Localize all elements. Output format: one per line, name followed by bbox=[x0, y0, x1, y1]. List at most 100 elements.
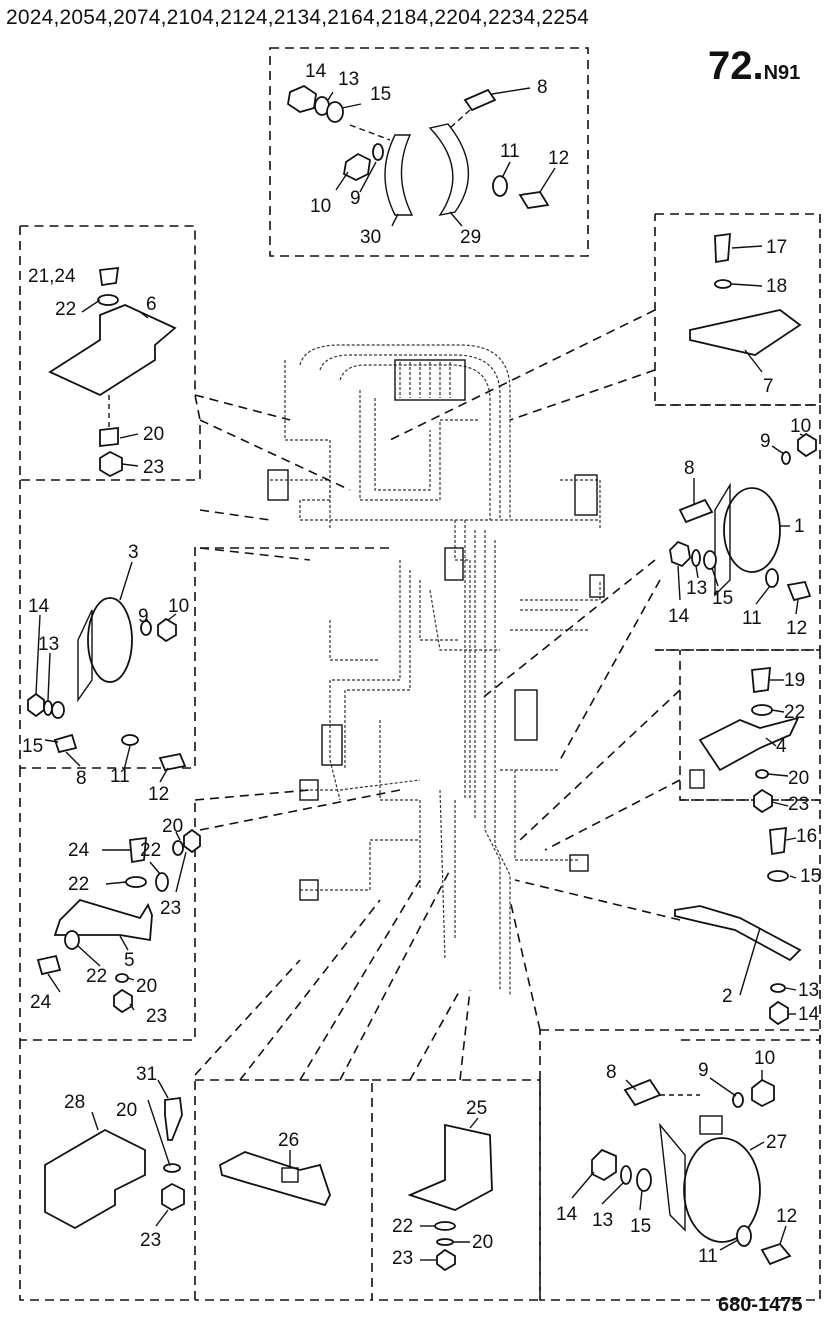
callout: 12 bbox=[776, 1206, 797, 1227]
callout: 23 bbox=[140, 1230, 161, 1251]
nut-icon bbox=[113, 988, 133, 1014]
callout: 13 bbox=[798, 980, 819, 1001]
u-bracket-icon bbox=[44, 1128, 146, 1230]
callout: 11 bbox=[500, 141, 520, 162]
bolt-icon bbox=[164, 1096, 183, 1141]
callout: 8 bbox=[684, 458, 695, 479]
ring-clamp-icon bbox=[683, 1137, 761, 1243]
page-number-suffix: N91 bbox=[763, 62, 801, 84]
washer-icon bbox=[125, 876, 147, 888]
bolt-icon bbox=[786, 580, 812, 602]
group-box-left-3 bbox=[19, 768, 196, 1041]
bolt-icon bbox=[36, 954, 62, 976]
callout: 22 bbox=[68, 874, 89, 895]
harness-bracket-left bbox=[267, 469, 289, 501]
main-wiring-harness bbox=[267, 344, 705, 995]
lock-washer-icon bbox=[781, 451, 791, 465]
callout: 4 bbox=[776, 736, 787, 757]
harness-plug-lower-left bbox=[299, 879, 319, 901]
group-bracket-6: 21,24 22 6 20 23 bbox=[28, 266, 177, 478]
screw-icon bbox=[98, 266, 120, 287]
group-bracket-5: 24 22 22 20 23 5 22 24 20 23 bbox=[30, 816, 201, 1027]
callout: 6 bbox=[146, 294, 157, 315]
callout: 18 bbox=[766, 276, 787, 297]
callout: 15 bbox=[712, 588, 733, 609]
nut-icon bbox=[343, 152, 371, 182]
screw-icon bbox=[751, 666, 771, 694]
group-angle-bracket-25: 25 22 20 23 bbox=[392, 1098, 493, 1272]
lock-washer-icon bbox=[770, 983, 786, 993]
callout: 14 bbox=[556, 1204, 578, 1225]
nut-icon bbox=[753, 788, 773, 814]
harness-plug-upper bbox=[589, 574, 605, 598]
callout: 20 bbox=[143, 424, 164, 445]
callout: 9 bbox=[350, 188, 361, 209]
group-box-left-4 bbox=[19, 1040, 196, 1301]
harness-core-block bbox=[394, 359, 466, 401]
lock-washer-icon bbox=[140, 620, 152, 636]
callout: 14 bbox=[28, 596, 50, 617]
bolt-icon bbox=[53, 733, 78, 754]
group-bracket-26: 26 bbox=[218, 1130, 331, 1207]
callout: 23 bbox=[143, 457, 164, 478]
group-clamp-27: 8 10 9 27 14 13 15 12 11 bbox=[556, 1048, 797, 1267]
washer-icon bbox=[326, 101, 344, 123]
harness-plug-left bbox=[299, 779, 319, 801]
group-box-bottom-right bbox=[539, 1029, 821, 1301]
nut-icon bbox=[27, 692, 45, 718]
harness-relay bbox=[444, 547, 464, 581]
callout: 24 bbox=[68, 840, 90, 861]
harness-connector-right bbox=[514, 689, 538, 741]
nut-icon bbox=[669, 540, 691, 568]
lock-washer-icon bbox=[691, 549, 701, 567]
callout: 15 bbox=[800, 866, 821, 887]
callout: 21,24 bbox=[28, 266, 76, 287]
nut-icon bbox=[769, 1000, 789, 1026]
lock-washer-icon bbox=[372, 143, 384, 161]
group-ground-strap-2: 16 15 2 13 14 bbox=[674, 826, 821, 1026]
bracket-icon bbox=[698, 716, 800, 772]
callout: 22 bbox=[55, 299, 76, 320]
callout: 13 bbox=[686, 578, 707, 599]
model-list: 2024,2054,2074,2104,2124,2134,2164,2184,… bbox=[6, 6, 590, 29]
ring-clamp-icon bbox=[723, 487, 781, 573]
mounting-bracket-icon bbox=[218, 1151, 331, 1207]
callout: 10 bbox=[790, 416, 811, 437]
callout: 11 bbox=[698, 1246, 718, 1267]
screw-icon bbox=[129, 836, 147, 864]
page-number: 72.N91 bbox=[708, 44, 800, 89]
bolt-icon bbox=[678, 498, 714, 524]
ring-clamp-icon bbox=[87, 597, 133, 683]
group-bracket-7: 17 18 7 bbox=[689, 232, 802, 397]
nut-icon bbox=[436, 1248, 456, 1272]
callout: 15 bbox=[630, 1216, 651, 1237]
callout: 19 bbox=[784, 670, 805, 691]
bolt-icon bbox=[518, 191, 550, 209]
group-clamp-1: 10 9 8 1 14 13 15 11 12 bbox=[668, 416, 817, 639]
callout: 12 bbox=[548, 148, 569, 169]
clamp-ear bbox=[699, 1115, 723, 1135]
lock-washer-icon bbox=[755, 769, 769, 779]
callout: 10 bbox=[168, 596, 189, 617]
nut-icon bbox=[161, 1182, 185, 1212]
bolt-icon bbox=[158, 752, 187, 772]
callout: 27 bbox=[766, 1132, 787, 1153]
nut-icon bbox=[751, 1078, 775, 1108]
callout: 12 bbox=[148, 784, 169, 805]
ground-strap-icon bbox=[674, 905, 802, 962]
callout: 13 bbox=[592, 1210, 613, 1231]
harness-connector-left bbox=[321, 724, 343, 766]
callout: 20 bbox=[472, 1232, 493, 1253]
callout: 20 bbox=[136, 976, 157, 997]
callout: 11 bbox=[742, 608, 762, 629]
callout: 2 bbox=[722, 986, 733, 1007]
callout: 23 bbox=[146, 1006, 167, 1027]
callout: 11 bbox=[110, 766, 130, 787]
callout: 23 bbox=[392, 1248, 413, 1269]
nut-icon bbox=[99, 450, 123, 478]
clamp-tab bbox=[659, 1122, 686, 1232]
callout: 20 bbox=[788, 768, 809, 789]
group-bracket-4: 19 22 4 20 23 bbox=[698, 666, 809, 815]
nut-icon bbox=[797, 432, 817, 458]
group-box-top-clamp bbox=[269, 47, 589, 257]
